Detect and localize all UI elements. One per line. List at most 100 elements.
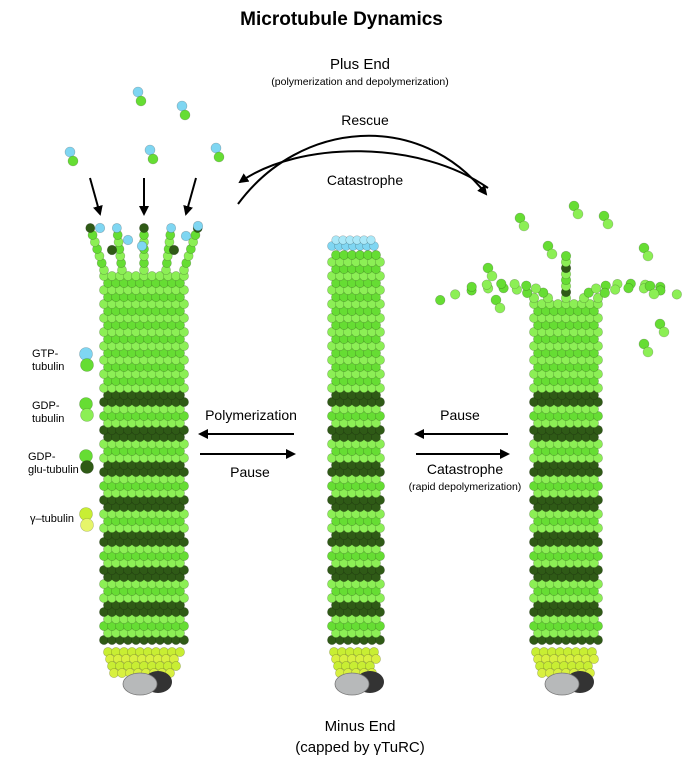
tubulin-dimer: [593, 523, 603, 533]
curling-protofilament: [521, 280, 532, 291]
curling-protofilament: [496, 278, 507, 289]
tubulin-dimer: [375, 537, 385, 547]
tubulin-dimer: [179, 481, 189, 491]
tubulin-dimer: [179, 565, 189, 575]
protofilament-dimer: [166, 223, 177, 233]
gtp-tubulin-cap: [192, 220, 204, 232]
tubulin-dimer: [175, 572, 185, 582]
tubulin-dimer: [375, 593, 385, 603]
curling-protofilament: [481, 279, 492, 290]
tubulin-dimer: [593, 397, 603, 407]
tubulin-dimer: [375, 495, 385, 505]
tubulin-dimer: [593, 607, 603, 617]
free-gdp-dimer: [135, 95, 147, 107]
tubulin-dimer: [175, 600, 185, 610]
tubulin-dimer: [179, 537, 189, 547]
gamma-tubulin: [171, 661, 181, 671]
tubulin-dimer: [593, 481, 603, 491]
polymerization-label: Polymerization: [205, 407, 297, 423]
tubulin-dimer: [589, 362, 599, 372]
released-dimer: [648, 288, 660, 300]
tubulin-dimer: [593, 537, 603, 547]
gamma-tubulin: [589, 654, 599, 664]
tubulin-dimer: [593, 579, 603, 589]
curling-protofilament: [592, 292, 604, 304]
tubulin-dimer: [589, 404, 599, 414]
tubulin-dimer: [371, 376, 381, 386]
legend-gdp-glu-tubulin: GDP- glu-tubulin: [28, 451, 79, 477]
tubulin-dimer: [179, 299, 189, 309]
tubulin-dimer: [593, 383, 603, 393]
tubulin-dimer: [589, 348, 599, 358]
rescue-label: Rescue: [341, 112, 389, 128]
tubulin-dimer: [375, 425, 385, 435]
tubulin-dimer: [589, 614, 599, 624]
tubulin-dimer: [375, 257, 385, 267]
curling-protofilament: [530, 283, 542, 294]
rescue-arrow: [237, 134, 488, 205]
tubulin-dimer: [589, 446, 599, 456]
tubulin-dimer: [593, 355, 603, 365]
gamma-tubulin: [371, 654, 381, 664]
tubulin-dimer: [371, 516, 381, 526]
tubulin-dimer: [371, 628, 381, 638]
legend-glu-line1: GDP-: [28, 451, 56, 463]
dimer-arrow-1: [89, 177, 103, 216]
gtp-tubulin-cap: [136, 240, 148, 252]
tubulin-dimer: [179, 383, 189, 393]
pause-right-label: Pause: [440, 407, 480, 423]
tubulin-dimer: [593, 425, 603, 435]
tubulin-dimer: [375, 523, 385, 533]
tubulin-dimer: [375, 397, 385, 407]
tubulin-dimer: [175, 460, 185, 470]
tubulin-dimer: [175, 292, 185, 302]
tubulin-dimer: [175, 278, 185, 288]
tubulin-dimer: [589, 320, 599, 330]
released-dimer: [642, 250, 654, 262]
tubulin-dimer: [179, 369, 189, 379]
tubulin-dimer: [371, 544, 381, 554]
free-gtp-dimer: [144, 144, 156, 156]
tubulin-dimer: [175, 320, 185, 330]
curling-protofilament: [560, 250, 572, 262]
catastrophe-label: Catastrophe: [326, 172, 404, 188]
tubulin-dimer: [593, 495, 603, 505]
released-dimer: [602, 218, 614, 230]
released-dimer: [546, 248, 558, 260]
tubulin-dimer: [375, 341, 385, 351]
tubulin-dimer: [371, 460, 381, 470]
protofilament-dimer: [111, 223, 122, 233]
plus-end-sublabel: (polymerization and depolymerization): [271, 76, 449, 88]
tubulin-dimer: [589, 530, 599, 540]
curling-protofilament: [583, 287, 594, 298]
tubulin-dimer: [371, 418, 381, 428]
gamma-turc-cap: [544, 672, 580, 696]
free-gtp-dimer: [64, 146, 76, 158]
growing-microtubule: [64, 86, 225, 696]
legend-gtp-line1: GTP-: [32, 348, 59, 360]
tubulin-dimer: [589, 558, 599, 568]
tubulin-dimer: [589, 516, 599, 526]
tubulin-dimer: [371, 404, 381, 414]
tubulin-dimer: [589, 474, 599, 484]
tubulin-dimer: [593, 467, 603, 477]
tubulin-dimer: [371, 348, 381, 358]
tubulin-dimer: [589, 418, 599, 428]
tubulin-dimer: [371, 250, 381, 260]
tubulin-dimer: [179, 467, 189, 477]
tubulin-dimer: [375, 299, 385, 309]
legend-gdp-line1: GDP-: [32, 400, 60, 412]
gamma-turc-cap: [334, 672, 370, 696]
gtp-tubulin-cap: [94, 222, 106, 234]
tubulin-dimer: [593, 509, 603, 519]
tubulin-dimer: [371, 488, 381, 498]
tubulin-dimer: [179, 509, 189, 519]
tubulin-dimer: [375, 607, 385, 617]
tubulin-dimer: [375, 621, 385, 631]
tubulin-dimer: [589, 390, 599, 400]
tubulin-dimer: [589, 488, 599, 498]
tubulin-dimer: [371, 502, 381, 512]
free-gdp-dimer: [179, 109, 191, 121]
tubulin-dimer: [175, 418, 185, 428]
